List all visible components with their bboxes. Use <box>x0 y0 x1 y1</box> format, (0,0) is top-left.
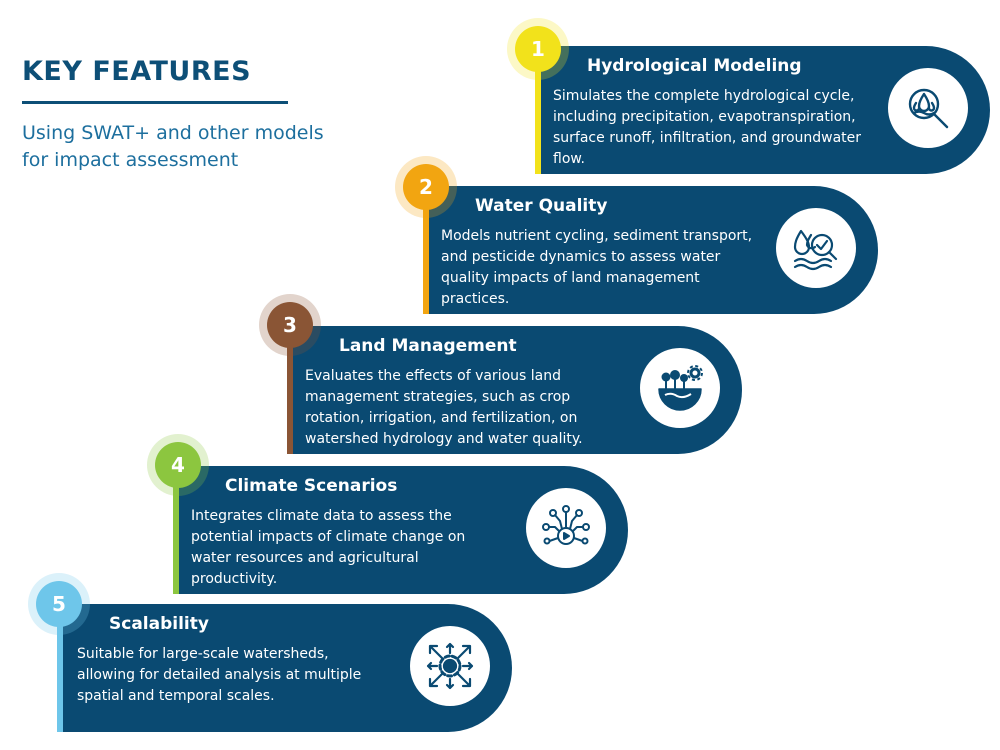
feature-card-3: Land Management Evaluates the effects of… <box>287 326 742 454</box>
step-badge-1: 1 <box>515 26 561 72</box>
title-underline <box>22 101 288 104</box>
water-quality-check-icon <box>776 208 856 288</box>
scalability-gear-arrows-icon <box>410 626 490 706</box>
feature-card-3-accent-bar <box>287 326 293 454</box>
step-badge-5-halo: 5 <box>28 573 90 635</box>
step-badge-3-halo: 3 <box>259 294 321 356</box>
step-badge-4-halo: 4 <box>147 434 209 496</box>
feature-card-5-accent-bar <box>57 604 63 732</box>
step-badge-1-halo: 1 <box>507 18 569 80</box>
step-badge-2: 2 <box>403 164 449 210</box>
feature-title: Scalability <box>109 614 209 634</box>
page-subtitle: Using SWAT+ and other models for impact … <box>22 120 362 174</box>
feature-card-4-accent-bar <box>173 466 179 594</box>
land-globe-gear-icon <box>640 348 720 428</box>
feature-card-5: Scalability Suitable for large-scale wat… <box>57 604 512 732</box>
feature-description: Integrates climate data to assess the po… <box>191 508 466 587</box>
feature-card-2: Water Quality Models nutrient cycling, s… <box>423 186 878 314</box>
step-badge-2-halo: 2 <box>395 156 457 218</box>
step-badge-3: 3 <box>267 302 313 348</box>
feature-card-2-accent-bar <box>423 186 429 314</box>
subtitle-line-2: for impact assessment <box>22 149 239 171</box>
feature-title: Hydrological Modeling <box>587 56 802 76</box>
feature-card-1-accent-bar <box>535 46 541 174</box>
climate-network-icon <box>526 488 606 568</box>
step-badge-4: 4 <box>155 442 201 488</box>
feature-card-1: Hydrological Modeling Simulates the comp… <box>535 46 990 174</box>
feature-card-4: Climate Scenarios Integrates climate dat… <box>173 466 628 594</box>
water-search-icon <box>888 68 968 148</box>
feature-description: Evaluates the effects of various land ma… <box>305 368 583 447</box>
feature-description: Models nutrient cycling, sediment transp… <box>441 228 753 307</box>
subtitle-line-1: Using SWAT+ and other models <box>22 122 324 144</box>
feature-title: Water Quality <box>475 196 608 216</box>
feature-description: Simulates the complete hydrological cycl… <box>553 88 862 167</box>
feature-description: Suitable for large-scale watersheds, all… <box>77 646 362 704</box>
feature-title: Land Management <box>339 336 517 356</box>
page-title: KEY FEATURES <box>22 56 252 87</box>
header: KEY FEATURES Using SWAT+ and other model… <box>22 56 362 174</box>
step-badge-5: 5 <box>36 581 82 627</box>
feature-title: Climate Scenarios <box>225 476 398 496</box>
